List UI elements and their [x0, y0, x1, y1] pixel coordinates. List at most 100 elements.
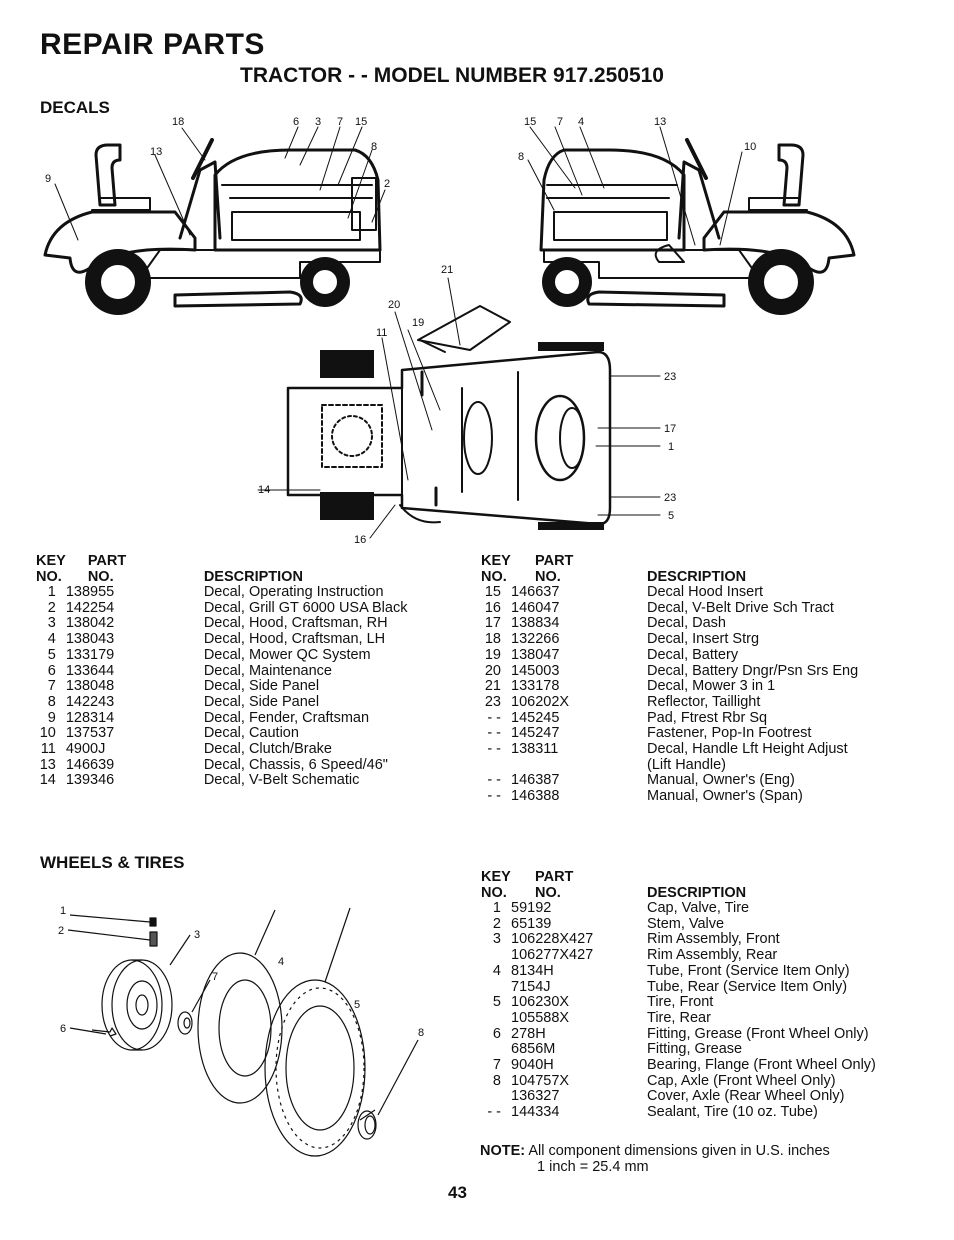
model-subtitle: TRACTOR - - MODEL NUMBER 917.250510	[240, 64, 664, 87]
callout-label: 3	[194, 929, 200, 941]
callout-label: 17	[664, 423, 676, 435]
wheels-tires-diagram: 1 2 3 7 4 5 6 8	[58, 905, 424, 1157]
part-description: Pad, Ftrest Rbr Sq	[647, 709, 768, 726]
key-no: - -	[487, 725, 501, 742]
part-no: 144334	[511, 1104, 560, 1121]
part-description: Cover, Axle (Rear Wheel Only)	[647, 1088, 845, 1105]
part-no: 133644	[65, 662, 115, 679]
key-no: 1	[47, 584, 56, 600]
description-header: DESCRIPTION	[647, 885, 747, 901]
key-no	[481, 1011, 511, 1027]
part-description: Decal, Grill GT 6000 USA Black	[203, 599, 408, 616]
key-no: 5	[492, 994, 501, 1011]
key-no: 8	[492, 1072, 501, 1089]
callout-label: 7	[212, 971, 218, 983]
part-description: Decal, Handle Lft Height Adjust	[647, 741, 848, 758]
key-no	[481, 758, 511, 774]
key-no: 3	[47, 615, 56, 632]
part-no: 128314	[65, 709, 115, 726]
part-description: Decal, Battery	[647, 646, 739, 663]
callout-label: 21	[441, 264, 453, 276]
callout-label: 7	[557, 116, 563, 128]
part-header-line2: NO.	[87, 569, 114, 585]
part-header-line1: PART	[87, 553, 127, 569]
key-no: 23	[484, 693, 501, 710]
part-description: Decal, V-Belt Schematic	[203, 772, 360, 789]
tractor-right-side-view	[539, 138, 856, 315]
callout-label: 18	[172, 116, 184, 128]
key-no: 15	[484, 584, 501, 600]
key-no: - -	[487, 741, 501, 758]
key-no: 16	[484, 599, 501, 616]
part-no: 4900J	[65, 741, 106, 758]
description-header: DESCRIPTION	[203, 569, 303, 585]
part-description: Decal, Chassis, 6 Speed/46"	[203, 756, 388, 773]
callout-label: 3	[315, 116, 321, 128]
part-no: 138047	[511, 646, 560, 663]
parts-row: 106277X427 Rim Assembly, Rear	[481, 947, 876, 964]
part-no: 104757X	[511, 1072, 570, 1089]
key-no: - -	[487, 788, 501, 805]
dimension-note: NOTE: All component dimensions given in …	[480, 1143, 830, 1175]
key-no: 7	[492, 1057, 501, 1074]
callout-label: 14	[258, 484, 270, 496]
part-no: 106202X	[511, 693, 570, 710]
part-no: 105588X	[511, 1009, 570, 1026]
part-description: Decal, Mower QC System	[203, 646, 371, 663]
part-description: Rim Assembly, Rear	[647, 947, 778, 964]
part-no: 7154J	[511, 978, 551, 995]
part-description: Manual, Owner's (Eng)	[647, 772, 795, 789]
callout-label: 15	[524, 116, 536, 128]
part-no: 146637	[511, 584, 560, 600]
callout-label: 10	[744, 141, 756, 153]
page-number: 43	[448, 1183, 467, 1202]
callout-label: 6	[60, 1023, 66, 1035]
part-no: 146387	[511, 772, 560, 789]
key-no: 9	[47, 709, 56, 726]
part-description: Decal, Clutch/Brake	[203, 741, 332, 758]
part-description: Decal, Side Panel	[203, 693, 320, 710]
key-no: 17	[484, 615, 501, 632]
key-no: 2	[492, 915, 501, 932]
key-header-line2: NO.	[481, 885, 507, 901]
key-no	[481, 1089, 511, 1105]
key-no	[481, 980, 511, 996]
part-description: Tire, Rear	[647, 1009, 711, 1026]
part-no-header: PART NO.	[511, 869, 647, 901]
part-no: 138955	[65, 584, 115, 600]
part-no: 138043	[65, 631, 115, 648]
part-no: 137537	[65, 725, 115, 742]
part-description: Rim Assembly, Front	[647, 931, 780, 948]
key-no	[481, 1042, 511, 1058]
part-no: 106277X427	[511, 947, 594, 964]
callout-label: 19	[412, 317, 424, 329]
part-no: 106228X427	[511, 931, 594, 948]
part-no-header: PART NO.	[511, 553, 647, 585]
part-description: Decal, Insert Strg	[647, 631, 760, 648]
part-no: 6856M	[511, 1041, 556, 1058]
part-no: 106230X	[511, 994, 570, 1011]
description-header: DESCRIPTION	[647, 569, 747, 585]
key-no: 4	[492, 962, 501, 979]
